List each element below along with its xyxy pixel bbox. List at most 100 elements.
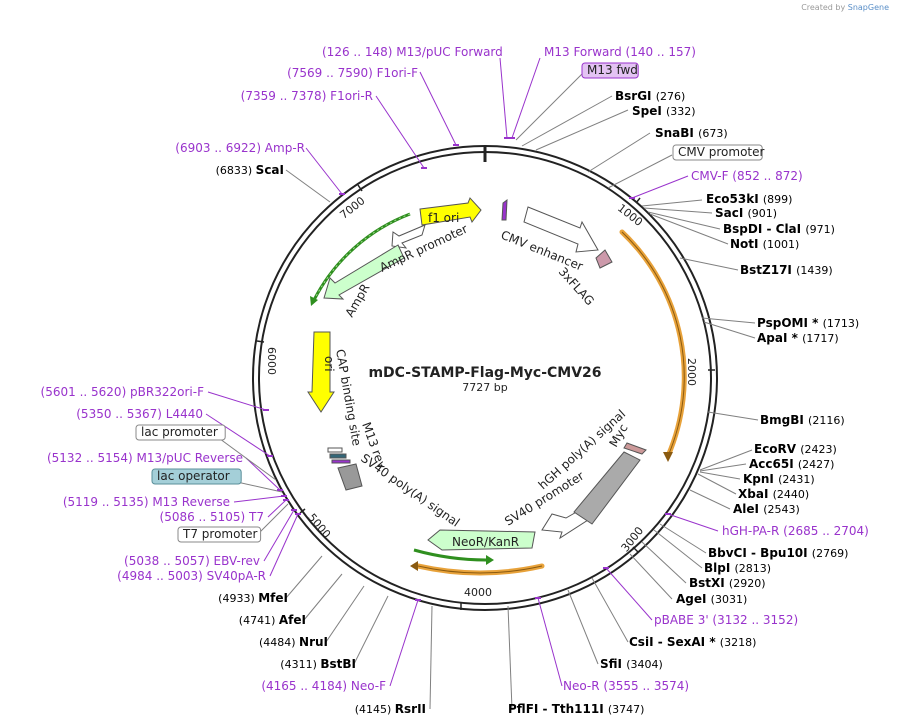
credit-prefix: Created by: [801, 3, 846, 12]
feature-label: lac operator: [157, 469, 230, 483]
primer-label: (4165 .. 4184) Neo-F: [261, 679, 386, 693]
enzyme-name: SfiI: [600, 657, 626, 671]
leader-line: [325, 585, 365, 643]
leader-line: [285, 169, 331, 203]
leader-line: [263, 509, 295, 562]
enzyme-name: NotI: [730, 237, 763, 251]
leader-line: [699, 463, 747, 472]
leader-line: [429, 605, 433, 710]
enzyme-name: SacI: [715, 206, 748, 220]
leader-line: [587, 132, 651, 173]
feature-label-box: [672, 144, 763, 161]
enzyme-position: (1713): [823, 317, 860, 330]
enzyme-label: (6833) ScaI: [216, 163, 284, 177]
enzyme-position: (1439): [796, 264, 833, 277]
neor-kanr-arrow: [427, 529, 536, 551]
orf-arc-main-head: [663, 452, 673, 462]
leader-line: [205, 413, 271, 457]
enzyme-name: KpnI: [743, 472, 778, 486]
enzyme-position: (2543): [763, 503, 800, 516]
enzyme-position: (2116): [808, 414, 845, 427]
leader-lines: [205, 57, 759, 710]
label-neor-kanr: NeoR/KanR: [452, 535, 519, 549]
enzyme-name: XbaI: [738, 487, 773, 501]
tick-3000: [632, 546, 639, 553]
primer-label: (6903 .. 6922) Amp-R: [175, 141, 305, 155]
primer-label: M13 Forward (140 .. 157): [544, 45, 696, 59]
enzyme-position: (3218): [720, 636, 757, 649]
leader-line: [305, 147, 343, 195]
leader-line: [521, 95, 613, 147]
enzyme-position: (2769): [812, 547, 849, 560]
leader-line: [233, 495, 285, 503]
label-f1-ori: f1 ori: [428, 211, 459, 225]
enzyme-label: CsiI - SexAI * (3218): [629, 635, 756, 649]
leader-line: [641, 199, 703, 207]
enzyme-position: (2440): [773, 488, 810, 501]
enzyme-label: SacI (901): [715, 206, 777, 220]
ampr-orf-arc-dots: [313, 213, 411, 301]
enzyme-position: (6833): [216, 164, 256, 177]
enzyme-label: Acc65I (2427): [749, 457, 834, 471]
primer-label: Neo-R (3555 .. 3574): [563, 679, 689, 693]
enzyme-name: RsrII: [395, 702, 426, 716]
enzyme-label: KpnI (2431): [743, 472, 815, 486]
enzyme-label: (4145) RsrII: [355, 702, 426, 716]
feature-label-box: [135, 424, 226, 441]
m13-rev-box: [331, 459, 351, 464]
enzyme-name: BsrGI: [615, 89, 656, 103]
3xflag-box: [595, 249, 613, 269]
enzyme-label: BstXI (2920): [689, 576, 766, 590]
leader-line: [631, 175, 689, 199]
snapgene-credit: Created by SnapGene: [801, 3, 889, 12]
enzyme-position: (1001): [763, 238, 800, 251]
sv40-promoter-arrow: [541, 509, 589, 540]
leader-line: [269, 513, 299, 577]
enzyme-label: ApaI * (1717): [757, 331, 839, 345]
enzyme-name: SpeI: [632, 104, 666, 118]
leader-line: [703, 321, 756, 339]
cmv-enhancer-arrow: [523, 206, 599, 253]
enzyme-position: (3747): [608, 703, 645, 716]
neo-orf-arc-head: [486, 555, 494, 565]
enzyme-name: BlpI: [704, 561, 735, 575]
enzyme-position: (3031): [711, 593, 748, 606]
leader-line: [701, 317, 756, 324]
enzyme-label: BstZ17I (1439): [740, 263, 833, 277]
enzyme-name: ScaI: [256, 163, 284, 177]
leader-line: [605, 567, 653, 621]
enzyme-label: (4484) NruI: [259, 635, 328, 649]
enzyme-position: (2431): [778, 473, 815, 486]
tick-label-7000: 7000: [337, 194, 367, 221]
primer-label: pBABE 3' (3132 .. 3152): [654, 613, 798, 627]
enzyme-name: BstBI: [320, 657, 356, 671]
enzyme-name: BspDI - ClaI: [723, 222, 805, 236]
enzyme-label: AleI (2543): [733, 502, 800, 516]
enzyme-name: ApaI *: [757, 331, 802, 345]
enzyme-label: SpeI (332): [632, 104, 696, 118]
enzyme-label: NotI (1001): [730, 237, 799, 251]
feature-label: T7 promoter: [182, 527, 258, 541]
tick-label-6000: 6000: [265, 347, 278, 375]
enzyme-position: (2427): [798, 458, 835, 471]
f1-ori-arrow: [419, 197, 482, 226]
label-cap-site: CAP binding site: [333, 348, 364, 447]
feature-label-box: [151, 468, 242, 485]
leader-line: [689, 489, 731, 510]
enzyme-label: AgeI (3031): [676, 592, 747, 606]
ampr-orf-arc-head: [310, 296, 318, 306]
enzyme-position: (2813): [735, 562, 772, 575]
tick-label-2000: 2000: [685, 358, 698, 386]
leader-line: [267, 499, 287, 518]
sv40-polya-box: [337, 463, 363, 491]
enzyme-label: PflFI - Tth111I (3747): [508, 702, 644, 716]
leader-line: [707, 411, 759, 421]
enzyme-position: (3404): [626, 658, 663, 671]
leader-line: [499, 57, 508, 139]
leader-line: [567, 589, 599, 665]
leader-line: [667, 513, 719, 532]
leader-line: [507, 605, 513, 710]
leader-line: [591, 577, 629, 643]
enzyme-name: PflFI - Tth111I: [508, 702, 608, 716]
primer-label: (5038 .. 5057) EBV-rev: [124, 554, 260, 568]
